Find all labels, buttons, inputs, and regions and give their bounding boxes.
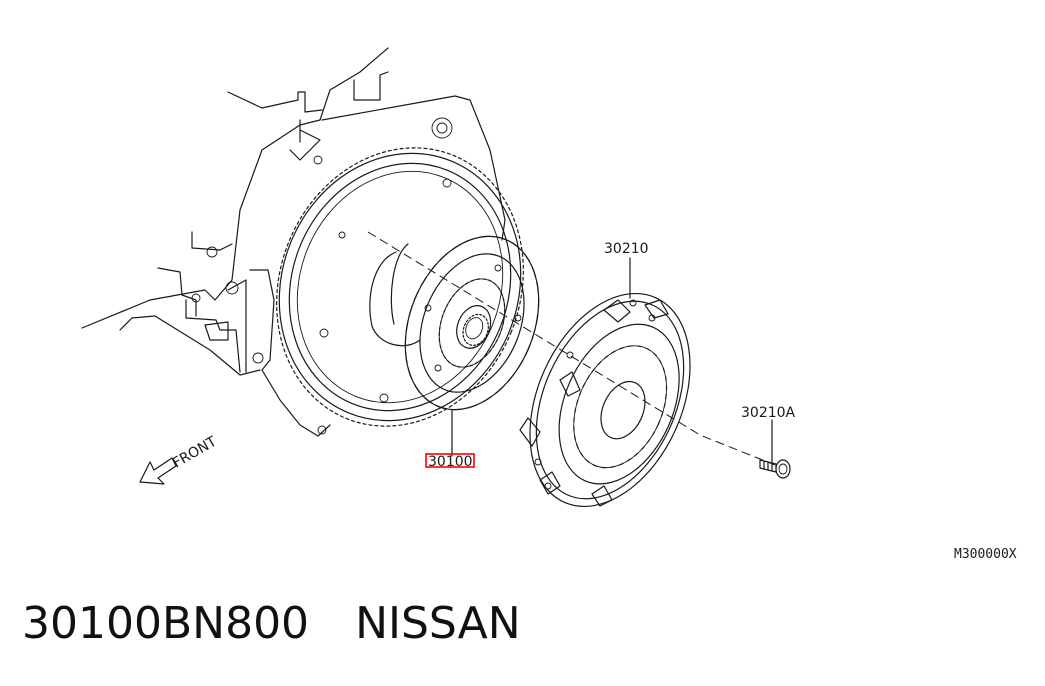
part-number: 30100BN800 xyxy=(22,598,310,649)
leader-lines xyxy=(451,257,773,463)
front-arrow-icon xyxy=(139,457,177,485)
diagram-code: M300000X xyxy=(954,547,1017,562)
highlight-box xyxy=(425,453,475,468)
label-clutch-disc[interactable]: 30100 xyxy=(428,454,473,470)
label-bolt[interactable]: 30210A xyxy=(741,405,796,421)
label-pressure-plate[interactable]: 30210 xyxy=(604,241,649,257)
flywheel xyxy=(276,147,524,427)
assembly-axis xyxy=(367,231,776,466)
bolt xyxy=(759,459,791,479)
brand-name: NISSAN xyxy=(355,598,521,649)
front-label: FRONT xyxy=(170,433,220,471)
pressure-plate xyxy=(519,292,691,508)
engine-housing xyxy=(81,47,506,437)
part-caption: 30100BN800 NISSAN xyxy=(22,598,521,649)
clutch-disc xyxy=(404,235,540,411)
